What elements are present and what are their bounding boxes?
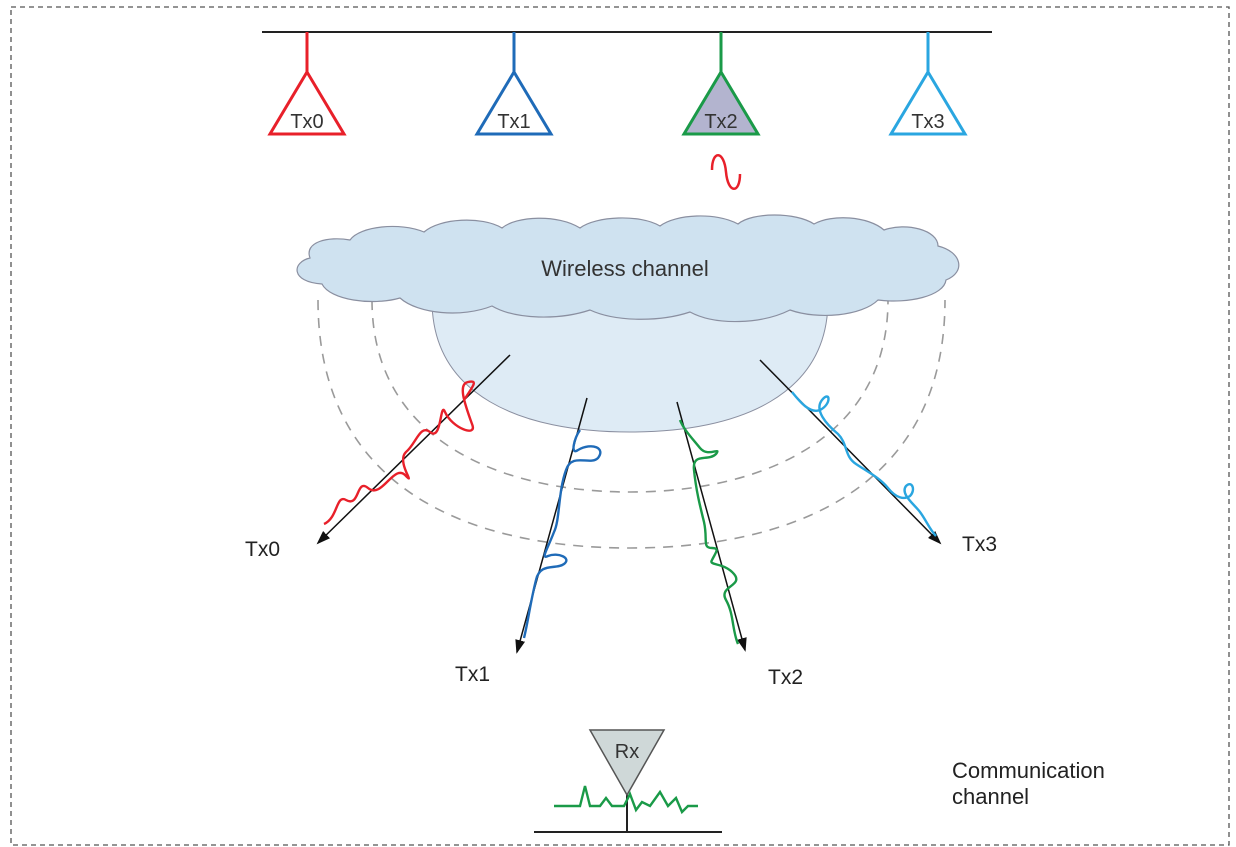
propagation-arc-outer <box>317 299 946 549</box>
antenna-tx0: Tx0 <box>267 32 347 136</box>
ray-label: Tx1 <box>455 663 490 686</box>
ray-tx0: Tx0 <box>245 354 511 561</box>
receiver-label: Rx <box>615 741 639 763</box>
propagation-arc-inner <box>371 299 889 493</box>
received-signal <box>554 785 698 815</box>
antenna-tx2: Tx2 <box>681 32 761 136</box>
antenna-tx1: Tx1 <box>474 32 554 136</box>
antenna-label: Tx1 <box>497 111 530 133</box>
frame-border <box>10 6 1230 846</box>
antenna-label: Tx0 <box>290 111 323 133</box>
antenna-tx3: Tx3 <box>888 32 968 136</box>
ray-label: Tx0 <box>245 538 280 561</box>
ray-tx3: Tx3 <box>759 359 997 556</box>
caption-line1: Communication <box>952 758 1105 783</box>
receiver-antenna: Rx <box>534 729 722 833</box>
ray-label: Tx3 <box>962 533 997 556</box>
sine-wave-icon <box>710 154 742 190</box>
antenna-label: Tx2 <box>704 111 737 133</box>
cloud-label: Wireless channel <box>541 256 709 281</box>
antenna-label: Tx3 <box>911 111 944 133</box>
ray-tx2: Tx2 <box>676 401 803 689</box>
caption-line2: channel <box>952 784 1029 809</box>
ray-tx1: Tx1 <box>455 397 602 686</box>
propagation-dome <box>431 299 829 433</box>
ray-label: Tx2 <box>768 666 803 689</box>
wireless-channel-cloud <box>296 214 960 323</box>
